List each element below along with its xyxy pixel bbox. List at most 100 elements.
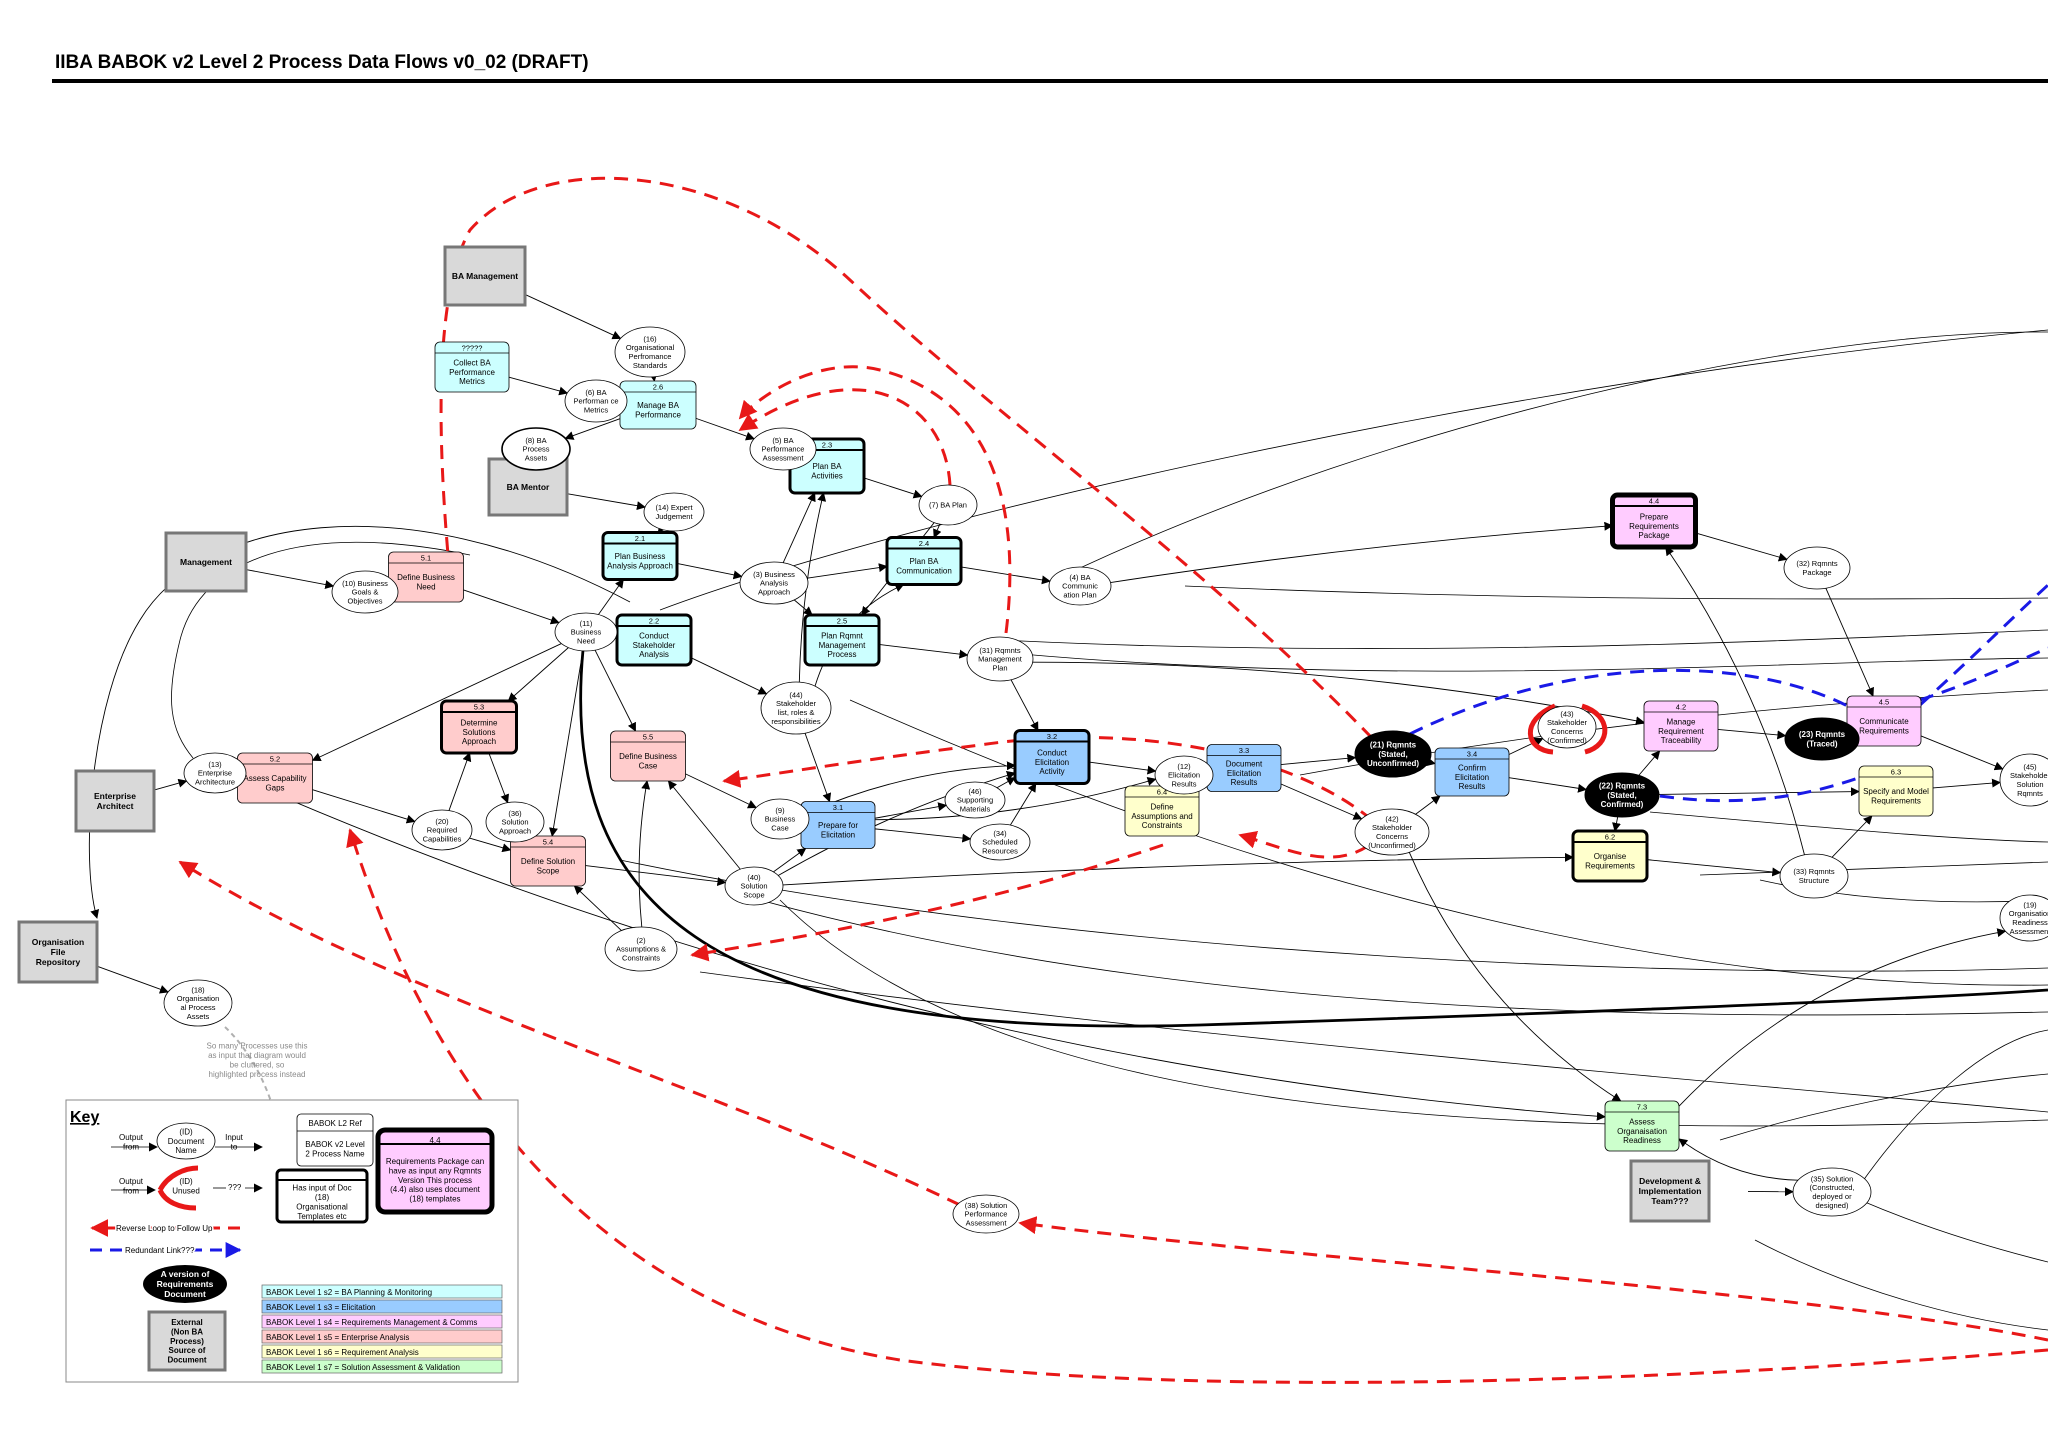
process-p6-3-ref: 6.3 (1891, 768, 1901, 777)
process-p3-2-ref: 3.2 (1047, 732, 1057, 741)
key-section-6 (261, 1359, 503, 1374)
document-d45 (1999, 753, 2048, 807)
edge-offpage-3 (999, 651, 2048, 672)
edge-ba-management-to-d16 (524, 294, 622, 340)
edge-v22-to-p4-2 (1638, 750, 1661, 776)
reverse-loop-5 (1238, 831, 1369, 859)
edge-d11-to-p5-2 (311, 643, 562, 762)
external-development-team (1629, 1159, 1711, 1223)
reverse-loop-1 (439, 176, 1374, 740)
reverse-loop-6 (690, 843, 1164, 962)
edge-offpage-9 (699, 971, 2048, 1113)
document-d38 (952, 1194, 1020, 1234)
redundant-link-4 (1919, 646, 2048, 702)
process-p3-4 (1434, 747, 1510, 797)
key-unused-question: ??? (228, 1183, 242, 1192)
edge-p5-5-to-d9 (685, 773, 757, 809)
version-v21 (1354, 730, 1432, 778)
edge-p5-3-to-d36 (488, 752, 510, 804)
edge-v22-to-p6-3 (1658, 787, 1860, 797)
key-title: Key (70, 1109, 99, 1126)
edge-d11-to-p5-4 (549, 650, 584, 837)
process-p2-6-ref: 2.6 (653, 383, 663, 392)
process-p2-2 (615, 613, 693, 667)
key-section-2-label: BABOK Level 1 s3 = Elicitation (266, 1303, 376, 1312)
document-d44 (760, 681, 832, 735)
document-d12 (1154, 755, 1214, 795)
edge-p3-1-to-d34 (874, 828, 972, 843)
process-p6-3 (1858, 765, 1934, 817)
edge-offpage-4 (1184, 585, 2048, 600)
edge-offpage-6 (619, 859, 2048, 972)
edge-d7-to-p2-4 (933, 524, 942, 539)
document-d33 (1779, 853, 1849, 899)
edge-p5-2-to-d20 (312, 789, 416, 824)
document-d6 (564, 379, 628, 423)
process-p3-3-ref: 3.3 (1239, 746, 1249, 755)
key-unused-arc-top (157, 1165, 199, 1192)
reverse-loop-2 (738, 388, 952, 486)
edge-d44-to-p3-1 (804, 732, 832, 803)
version-v23 (1784, 717, 1860, 761)
process-p5-4 (510, 835, 586, 887)
data-flow-edges (88, 294, 2048, 1331)
process-p2-2-ref: 2.2 (649, 617, 659, 626)
document-d7-label: (7) BA Plan (929, 501, 967, 510)
edge-management-to-d10 (245, 569, 335, 589)
process-p7-3-ref: 7.3 (1637, 1103, 1647, 1112)
edge-offpage-13 (1719, 1073, 2048, 1141)
document-d46 (944, 781, 1006, 819)
document-d32 (1783, 546, 1851, 590)
document-d3 (739, 561, 809, 605)
title-rule (52, 79, 2048, 83)
edge-d2-to-p5-4 (573, 885, 622, 931)
document-d14 (643, 492, 705, 532)
document-d10 (331, 570, 399, 614)
document-d36 (485, 801, 545, 843)
key-section-2 (261, 1299, 503, 1314)
process-p4-2-ref: 4.2 (1676, 703, 1686, 712)
external-enterprise-architect (74, 769, 156, 833)
edge-p6-3-to-d45 (1932, 778, 2002, 789)
process-p-unknown-ref: ????? (462, 344, 483, 353)
edge-offpage-1 (1079, 331, 2048, 569)
external-ba-management-label: BA Management (452, 271, 518, 281)
edge-d16-to-p2-6 (648, 372, 658, 382)
edge-ba-mentor-to-d14 (566, 493, 646, 511)
edge-d11-to-p2-1 (598, 578, 624, 615)
edge-organisation-file-repository-to-d18 (96, 965, 169, 994)
document-d40 (724, 866, 784, 906)
redundant-link-2 (1659, 765, 1887, 803)
edge-d11-to-p5-5 (594, 649, 636, 732)
key-external-box (147, 1310, 227, 1372)
edge-d32-to-p4-5 (1825, 588, 1874, 697)
edge-feedback-enterprise (171, 541, 471, 759)
process-p-unknown (434, 341, 510, 393)
edge-p2-1-to-d3 (676, 563, 743, 580)
